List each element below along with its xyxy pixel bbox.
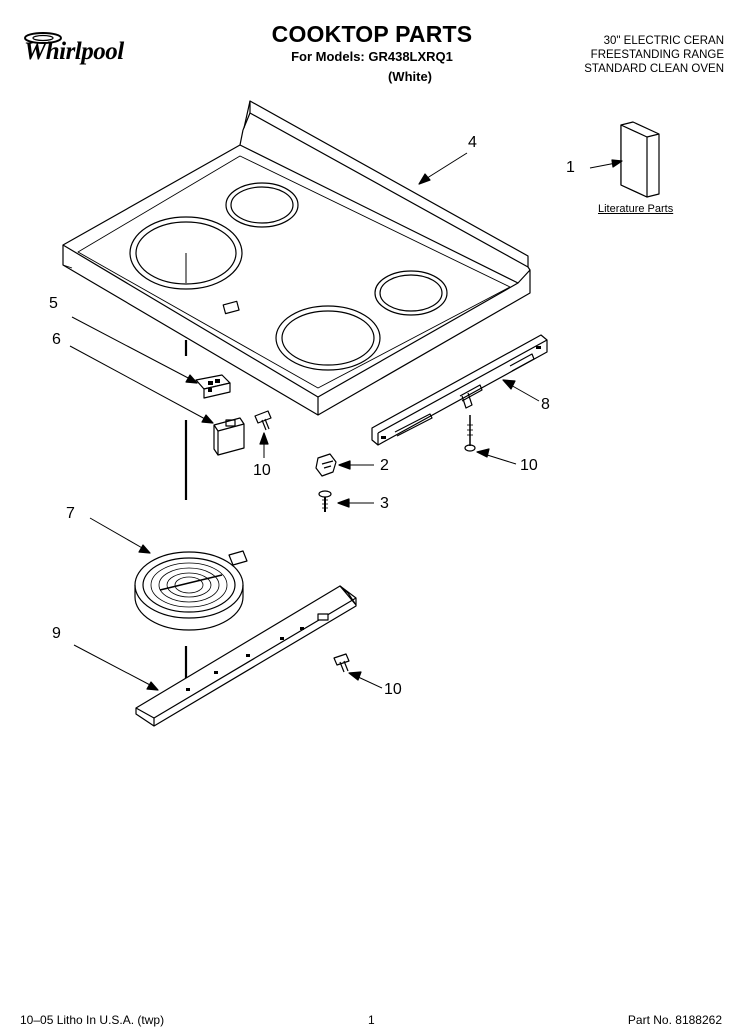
callout-5: 5 <box>49 295 58 312</box>
callout-1: 1 <box>566 159 575 176</box>
screw-part-3[interactable] <box>318 490 332 512</box>
clip[interactable] <box>315 453 337 477</box>
callout-3: 3 <box>380 495 389 512</box>
screw-10-right[interactable] <box>464 415 476 452</box>
indicator-light[interactable] <box>195 374 231 399</box>
screw-10-bottom[interactable] <box>333 653 350 673</box>
light-bracket[interactable] <box>213 417 245 456</box>
callout-4: 4 <box>468 134 477 151</box>
callout-6: 6 <box>52 331 61 348</box>
description-line-3: STANDARD CLEAN OVEN <box>584 63 724 75</box>
callout-9: 9 <box>52 625 61 642</box>
footer-part-number: Part No. 8188262 <box>627 1013 722 1027</box>
literature-parts-label: Literature Parts <box>598 203 674 215</box>
footer-page-number: 1 <box>368 1013 375 1027</box>
callout-10-right: 10 <box>520 457 538 474</box>
cooktop-main-top[interactable] <box>62 100 531 416</box>
page-title: COOKTOP PARTS <box>271 21 473 47</box>
brand-wordmark: Whirlpool <box>24 38 124 65</box>
lower-support-bracket[interactable] <box>135 585 357 727</box>
whirlpool-logo <box>24 32 62 44</box>
callout-8: 8 <box>541 396 550 413</box>
screw-10-upper-left[interactable] <box>254 410 272 431</box>
footer-print-info: 10–05 Litho In U.S.A. (twp) <box>20 1013 165 1027</box>
description-line-1: 30" ELECTRIC CERAN <box>603 35 724 47</box>
product-description: 30" ELECTRIC CERAN FREESTANDING RANGE ST… <box>504 34 724 76</box>
description-line-2: FREESTANDING RANGE <box>590 49 724 61</box>
literature-booklet[interactable] <box>589 121 660 198</box>
right-bracket[interactable] <box>371 334 548 446</box>
callout-10-upper: 10 <box>253 462 271 479</box>
callout-10-bottom: 10 <box>384 681 402 698</box>
color-variant: (White) <box>387 69 433 84</box>
model-number: For Models: GR438LXRQ1 <box>291 49 453 64</box>
surface-element[interactable] <box>134 550 248 631</box>
callout-2: 2 <box>380 457 389 474</box>
callout-7: 7 <box>66 505 75 522</box>
